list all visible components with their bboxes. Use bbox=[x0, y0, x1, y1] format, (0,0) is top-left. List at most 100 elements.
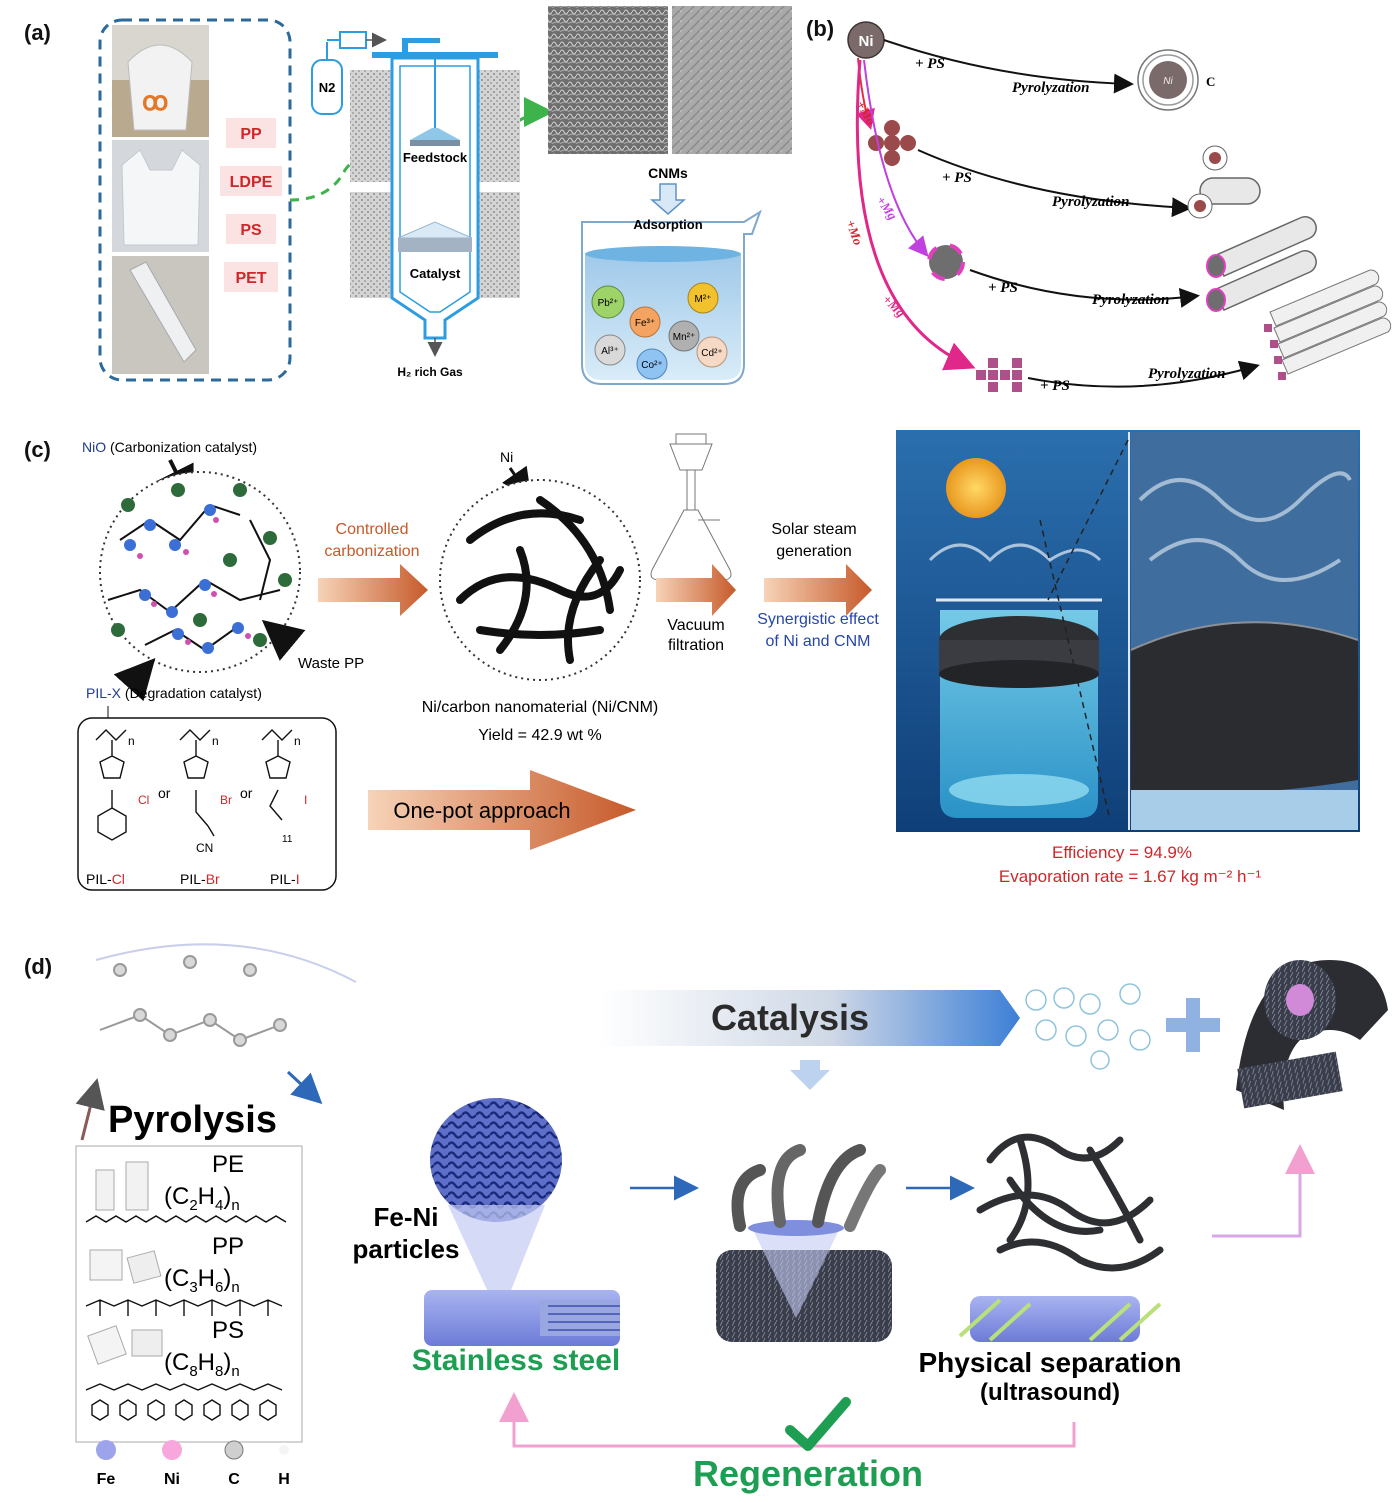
catalyst-label: Catalyst bbox=[410, 266, 461, 281]
svg-text:PE: PE bbox=[212, 1151, 244, 1178]
svg-text:Vacuum: Vacuum bbox=[667, 617, 725, 634]
svg-text:Ni: Ni bbox=[1163, 76, 1173, 87]
reactor-vessel bbox=[390, 56, 480, 340]
route-mo-mg-ps bbox=[1027, 360, 1260, 388]
svg-text:ꝏ: ꝏ bbox=[142, 86, 168, 116]
svg-text:C: C bbox=[228, 1471, 240, 1488]
svg-text:Co²⁺: Co²⁺ bbox=[641, 360, 662, 371]
plastic-label-pet: PET bbox=[235, 270, 266, 287]
long-cnt-product bbox=[1206, 216, 1317, 312]
pil-segments bbox=[124, 504, 251, 654]
ion-ball-al bbox=[594, 334, 626, 366]
ion-ball-fe bbox=[629, 306, 661, 338]
sem-micrograph bbox=[548, 6, 668, 154]
svg-text:generation: generation bbox=[776, 543, 852, 560]
svg-text:Fe³⁺: Fe³⁺ bbox=[635, 318, 655, 329]
legend-c-dot bbox=[224, 1440, 244, 1460]
svg-text:Ni: Ni bbox=[859, 33, 874, 50]
regeneration-loop bbox=[499, 1392, 1076, 1448]
plastic-label-pp: PP bbox=[240, 126, 262, 143]
svg-text:Pyrolyzation: Pyrolyzation bbox=[1148, 366, 1226, 382]
svg-text:+Mg: +Mg bbox=[874, 193, 901, 223]
svg-text:n: n bbox=[128, 734, 135, 748]
panel-b-label: (b) bbox=[806, 16, 834, 41]
svg-text:Cl: Cl bbox=[138, 793, 149, 807]
ni-mo-cluster bbox=[868, 120, 916, 166]
catalysis-banner bbox=[600, 990, 1020, 1046]
product-up-arrow bbox=[1212, 1144, 1315, 1238]
svg-text:+ PS: + PS bbox=[1040, 378, 1070, 394]
catalysis-down-arrow bbox=[790, 1060, 830, 1090]
route-ni-ps bbox=[883, 39, 1134, 94]
svg-text:PP: PP bbox=[212, 1233, 244, 1260]
plus-icon bbox=[1166, 998, 1220, 1052]
panel-a: (a) ꝏ PP LDPE PS PET bbox=[24, 6, 792, 385]
svg-text:of Ni and CNM: of Ni and CNM bbox=[766, 633, 871, 650]
evaporation-rate-label: Evaporation rate = 1.67 kg m⁻² h⁻¹ bbox=[999, 867, 1262, 886]
panel-b: (b) Ni + PS Pyrolyzation Ni C +Mo + PS P… bbox=[806, 16, 1392, 394]
catalysis-label: Catalysis bbox=[711, 997, 869, 1038]
legend-fe-dot bbox=[96, 1440, 116, 1460]
filtration-arrow bbox=[656, 564, 736, 616]
ultrasound-label: (ultrasound) bbox=[980, 1379, 1120, 1406]
cnt-3d-model bbox=[1236, 960, 1388, 1110]
physical-separation-label: Physical separation bbox=[918, 1347, 1181, 1378]
svg-text:filtration: filtration bbox=[668, 637, 724, 654]
svg-text:(C2H4)n: (C2H4)n bbox=[164, 1183, 240, 1214]
svg-text:CN: CN bbox=[196, 841, 213, 855]
pil-cl-structure bbox=[95, 729, 127, 841]
vacuum-filtration-flask bbox=[650, 433, 732, 581]
svg-text:+ PS: + PS bbox=[988, 280, 1018, 296]
pyrolysis-label: Pyrolysis bbox=[108, 1099, 277, 1141]
feedstock-label: Feedstock bbox=[403, 150, 468, 165]
ps-chain bbox=[85, 1383, 283, 1421]
legend-h-dot bbox=[279, 1445, 289, 1455]
svg-text:Fe: Fe bbox=[97, 1471, 116, 1488]
separated-cnm-mass bbox=[976, 1133, 1164, 1272]
svg-text:Pyrolyzation: Pyrolyzation bbox=[1052, 194, 1130, 210]
svg-text:PIL-Br: PIL-Br bbox=[180, 871, 220, 887]
svg-text:+Mo: +Mo bbox=[843, 218, 866, 248]
panel-a-label: (a) bbox=[24, 20, 51, 45]
ni-cnm-label: Ni/carbon nanomaterial (Ni/CNM) bbox=[422, 699, 659, 716]
legend-ni-dot bbox=[162, 1440, 182, 1460]
route-mg bbox=[863, 59, 929, 258]
efficiency-label: Efficiency = 94.9% bbox=[1052, 843, 1192, 862]
h2-gas-bubbles bbox=[1025, 983, 1151, 1070]
one-pot-label: One-pot approach bbox=[393, 798, 570, 823]
cnm-fibers bbox=[456, 496, 624, 664]
pyrolysis-molecule bbox=[99, 955, 287, 1047]
tem-micrograph bbox=[672, 6, 792, 154]
svg-text:PS: PS bbox=[212, 1317, 244, 1344]
cnms-label: CNMs bbox=[648, 165, 688, 181]
svg-text:H: H bbox=[278, 1471, 290, 1488]
regeneration-label: Regeneration bbox=[693, 1453, 923, 1494]
ni-mo-mg-cluster bbox=[976, 358, 1022, 392]
checkmark-icon bbox=[785, 1397, 851, 1451]
svg-text:PIL-X (Degradation catalyst): PIL-X (Degradation catalyst) bbox=[86, 685, 262, 701]
svg-text:C: C bbox=[1206, 74, 1215, 89]
carbonization-arrow bbox=[318, 564, 428, 616]
sun-icon bbox=[946, 458, 1006, 518]
svg-text:Cd²⁺: Cd²⁺ bbox=[701, 348, 722, 359]
ion-ball-cd bbox=[696, 336, 728, 368]
plastic-label-ldpe: LDPE bbox=[230, 174, 273, 191]
flow-meter bbox=[339, 31, 367, 49]
svg-text:carbonization: carbonization bbox=[324, 543, 419, 560]
panel-d: (d) Pyrolysis PE (C2H4)n PP (C3H6)n PS (… bbox=[24, 943, 1388, 1494]
cnt-growth-brush bbox=[716, 1144, 892, 1342]
svg-text:or: or bbox=[240, 785, 253, 801]
plastic-label-ps: PS bbox=[240, 222, 262, 239]
adsorption-label: Adsorption bbox=[633, 217, 702, 232]
svg-text:Ni: Ni bbox=[164, 1471, 180, 1488]
svg-text:n: n bbox=[212, 734, 219, 748]
svg-text:(C3H6)n: (C3H6)n bbox=[164, 1265, 240, 1296]
panel-c-label: (c) bbox=[24, 437, 51, 462]
route-mo-ps bbox=[917, 149, 1192, 218]
plastics-dashed-box bbox=[98, 18, 292, 382]
panel-c: (c) NiO (Carbonization catalyst) W bbox=[24, 430, 1360, 891]
ion-ball-m bbox=[687, 282, 719, 314]
cnt-bundle-product bbox=[1264, 269, 1392, 380]
